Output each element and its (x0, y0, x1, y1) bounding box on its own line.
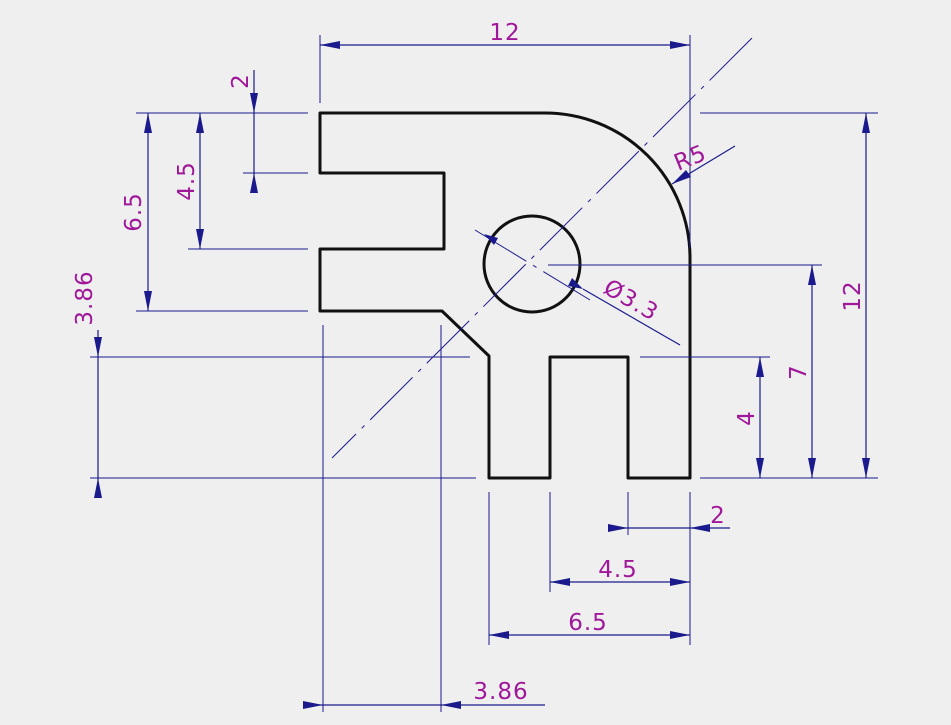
dim-text-slot-inner-bottom: 4.5 (598, 557, 638, 583)
dim-text-offset-left: 3.86 (72, 270, 98, 325)
dim-text-tab-bottom: 2 (710, 503, 726, 529)
dim-text-tab-left: 2 (228, 73, 254, 89)
dim-text-offset-bottom: 3.86 (473, 679, 528, 705)
dim-slot-outer-bottom: 6.5 (489, 610, 690, 639)
dim-text-slot-inner-left: 4.5 (174, 161, 200, 201)
extension-lines (90, 35, 878, 712)
part-profile (318, 111, 692, 480)
dim-text-right-height: 12 (840, 280, 866, 311)
part-outline (318, 111, 692, 480)
dim-tab-left: 2 (228, 70, 258, 193)
center-hole (482, 214, 582, 314)
dim-text-hole-center-height: 7 (786, 364, 812, 380)
dim-hole-center-height: 7 (786, 265, 816, 478)
dim-tab-bottom: 2 (608, 503, 730, 532)
dim-text-slot-outer-bottom: 6.5 (568, 610, 608, 636)
dim-offset-bottom: 3.86 (303, 679, 545, 709)
dim-text-corner-radius: R5 (671, 140, 711, 176)
dim-slot-inner-bottom: 4.5 (550, 557, 690, 586)
dim-text-hole-diameter: Ø3.3 (599, 275, 663, 327)
dim-offset-left: 3.86 (72, 270, 102, 498)
dim-text-slot-depth-right: 4 (734, 410, 760, 426)
dim-corner-radius: R5 (671, 140, 736, 185)
dim-right-height: 12 (840, 113, 870, 478)
dim-text-top-width: 12 (489, 20, 520, 46)
dim-slot-depth-right: 4 (734, 357, 764, 478)
dim-top-width: 12 (320, 20, 690, 49)
dim-slot-outer-left: 6.5 (121, 113, 152, 311)
dim-hole-diameter: Ø3.3 (484, 234, 681, 346)
dim-slot-inner-left: 4.5 (174, 113, 204, 249)
diagonal-centerline (331, 37, 753, 459)
dim-text-slot-outer-left: 6.5 (121, 192, 147, 232)
